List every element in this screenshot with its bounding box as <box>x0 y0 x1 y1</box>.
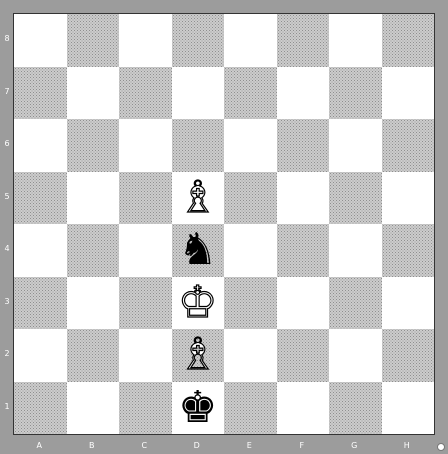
square-c5[interactable] <box>119 172 172 225</box>
square-a1[interactable] <box>14 382 67 435</box>
rank-label-7: 7 <box>3 87 11 96</box>
file-label-b: B <box>66 441 119 450</box>
square-d8[interactable] <box>172 14 225 67</box>
square-a5[interactable] <box>14 172 67 225</box>
square-h1[interactable] <box>382 382 435 435</box>
rank-label-3: 3 <box>3 297 11 306</box>
square-f1[interactable] <box>277 382 330 435</box>
rank-label-1: 1 <box>3 402 11 411</box>
black-king-icon[interactable]: ♚ <box>178 386 217 430</box>
square-b1[interactable] <box>67 382 120 435</box>
square-g2[interactable] <box>329 329 382 382</box>
square-h3[interactable] <box>382 277 435 330</box>
square-c3[interactable] <box>119 277 172 330</box>
white-king-icon[interactable]: ♔ <box>178 281 217 325</box>
square-a2[interactable] <box>14 329 67 382</box>
square-f7[interactable] <box>277 67 330 120</box>
file-label-f: F <box>276 441 329 450</box>
file-label-d: D <box>171 441 224 450</box>
square-g6[interactable] <box>329 119 382 172</box>
file-label-h: H <box>381 441 434 450</box>
square-b2[interactable] <box>67 329 120 382</box>
square-g7[interactable] <box>329 67 382 120</box>
square-g5[interactable] <box>329 172 382 225</box>
square-f4[interactable] <box>277 224 330 277</box>
square-e8[interactable] <box>224 14 277 67</box>
square-h6[interactable] <box>382 119 435 172</box>
square-c7[interactable] <box>119 67 172 120</box>
rank-label-2: 2 <box>3 349 11 358</box>
black-knight-icon[interactable]: ♞ <box>178 228 217 272</box>
square-g4[interactable] <box>329 224 382 277</box>
rank-label-5: 5 <box>3 192 11 201</box>
square-d3[interactable]: ♔ <box>172 277 225 330</box>
square-g3[interactable] <box>329 277 382 330</box>
square-f6[interactable] <box>277 119 330 172</box>
square-e6[interactable] <box>224 119 277 172</box>
square-b4[interactable] <box>67 224 120 277</box>
square-c2[interactable] <box>119 329 172 382</box>
square-e2[interactable] <box>224 329 277 382</box>
square-a3[interactable] <box>14 277 67 330</box>
corner-dot-icon <box>437 443 445 451</box>
square-e7[interactable] <box>224 67 277 120</box>
square-a6[interactable] <box>14 119 67 172</box>
square-e3[interactable] <box>224 277 277 330</box>
square-h8[interactable] <box>382 14 435 67</box>
rank-label-8: 8 <box>3 34 11 43</box>
square-b8[interactable] <box>67 14 120 67</box>
rank-label-6: 6 <box>3 139 11 148</box>
square-f2[interactable] <box>277 329 330 382</box>
square-a7[interactable] <box>14 67 67 120</box>
square-h7[interactable] <box>382 67 435 120</box>
square-h4[interactable] <box>382 224 435 277</box>
file-label-a: A <box>13 441 66 450</box>
white-bishop-icon[interactable]: ♗ <box>178 176 217 220</box>
square-b5[interactable] <box>67 172 120 225</box>
square-g1[interactable] <box>329 382 382 435</box>
square-e4[interactable] <box>224 224 277 277</box>
square-d5[interactable]: ♗ <box>172 172 225 225</box>
square-f5[interactable] <box>277 172 330 225</box>
white-bishop-icon[interactable]: ♗ <box>178 333 217 377</box>
square-b3[interactable] <box>67 277 120 330</box>
square-d1[interactable]: ♚ <box>172 382 225 435</box>
file-label-c: C <box>118 441 171 450</box>
square-b6[interactable] <box>67 119 120 172</box>
square-c8[interactable] <box>119 14 172 67</box>
file-label-g: G <box>328 441 381 450</box>
square-c1[interactable] <box>119 382 172 435</box>
square-d7[interactable] <box>172 67 225 120</box>
square-c4[interactable] <box>119 224 172 277</box>
square-f3[interactable] <box>277 277 330 330</box>
square-e5[interactable] <box>224 172 277 225</box>
square-a4[interactable] <box>14 224 67 277</box>
square-e1[interactable] <box>224 382 277 435</box>
square-d4[interactable]: ♞ <box>172 224 225 277</box>
file-label-e: E <box>223 441 276 450</box>
square-h5[interactable] <box>382 172 435 225</box>
square-a8[interactable] <box>14 14 67 67</box>
square-d6[interactable] <box>172 119 225 172</box>
square-c6[interactable] <box>119 119 172 172</box>
rank-label-4: 4 <box>3 244 11 253</box>
square-h2[interactable] <box>382 329 435 382</box>
square-d2[interactable]: ♗ <box>172 329 225 382</box>
square-g8[interactable] <box>329 14 382 67</box>
square-f8[interactable] <box>277 14 330 67</box>
chess-board: ♗ ♞ ♔ ♗ ♚ <box>13 13 435 435</box>
square-b7[interactable] <box>67 67 120 120</box>
